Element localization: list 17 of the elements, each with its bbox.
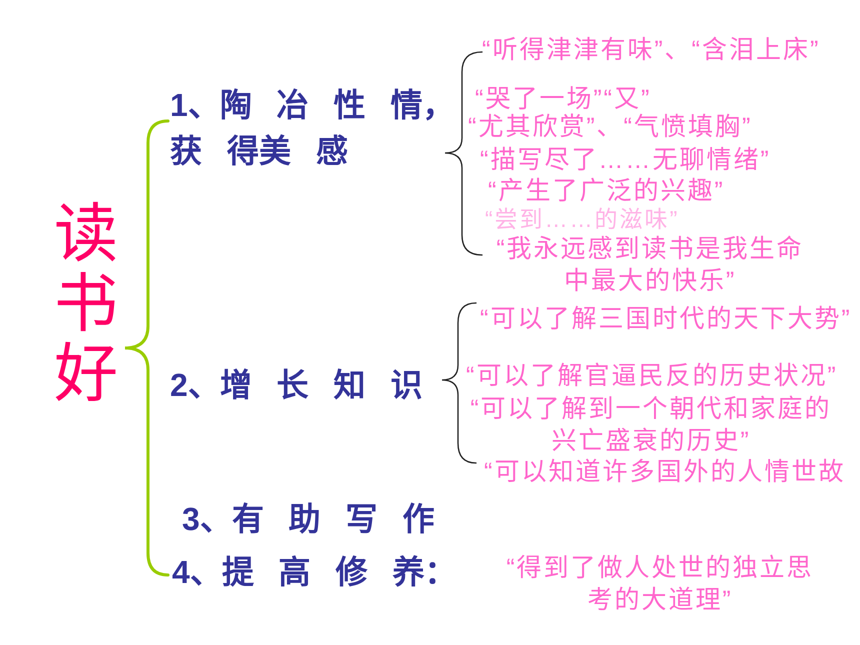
quote-text: “可以了解官逼民反的历史状况” xyxy=(466,362,838,390)
branch-heading: 4、提 高 修 养： xyxy=(172,553,456,592)
quote-text: “哭了一场”“又” xyxy=(475,85,652,113)
quote-text: “尤其欣赏”、“气愤填胸” xyxy=(468,113,752,141)
quote-text: “听得津津有味”、“含泪上床” xyxy=(482,36,820,64)
quote-text: “描写尽了……无聊情绪” xyxy=(480,146,771,174)
branch-heading: 2、增 长 知 识 xyxy=(170,366,422,405)
branch-heading: 3、有 助 写 作 xyxy=(182,500,434,539)
quote-text: “得到了做人处世的独立思考的大道理” xyxy=(505,553,815,616)
quote-text: “可以了解三国时代的天下大势” xyxy=(480,305,852,333)
quote-text: “可以知道许多国外的人情世故 xyxy=(484,458,846,486)
quote-text: “我永远感到读书是我生命中最大的快乐” xyxy=(495,234,805,297)
quote-text: “可以了解到一个朝代和家庭的兴亡盛衰的历史” xyxy=(469,394,833,457)
quote-text: “尝到……的滋味” xyxy=(485,205,680,233)
quote-text: “产生了广泛的兴趣” xyxy=(488,177,725,205)
central-topic: 读书好 xyxy=(43,200,116,410)
branch-heading: 1、陶 冶 性 情，获 得美 感 xyxy=(170,86,456,171)
